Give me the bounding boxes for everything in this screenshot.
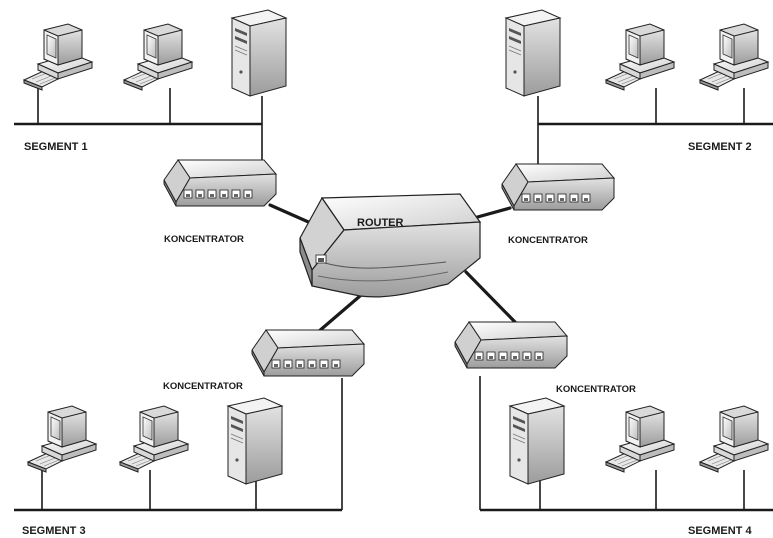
- server-tower-icon: [509, 397, 565, 485]
- hub-label: KONCENTRATOR: [163, 381, 243, 392]
- segment-2-label: SEGMENT 2: [688, 141, 752, 153]
- hub-icon: [251, 329, 365, 377]
- workstation-icon: [23, 23, 93, 91]
- hub-segment-3: KONCENTRATOR: [163, 329, 365, 392]
- workstation-icon: [27, 405, 97, 473]
- router-label: ROUTER: [357, 217, 404, 229]
- workstation-icon: [699, 23, 769, 91]
- server-tower-icon: [231, 9, 287, 97]
- segment-4: SEGMENT 4: [479, 376, 773, 537]
- segment-1-label: SEGMENT 1: [24, 141, 88, 153]
- hub-icon: [163, 159, 277, 207]
- segment-3-label: SEGMENT 3: [22, 525, 86, 537]
- segment-3: SEGMENT 3: [14, 378, 343, 537]
- workstation-icon: [605, 23, 675, 91]
- workstation-icon: [699, 405, 769, 473]
- hub-icon: [454, 321, 568, 369]
- link-hub3-router: [316, 294, 362, 334]
- hub-label: KONCENTRATOR: [164, 234, 244, 245]
- router: ROUTER: [299, 193, 482, 298]
- hub-label: KONCENTRATOR: [508, 235, 588, 246]
- segment-1: SEGMENT 1: [14, 9, 287, 160]
- segment-2: SEGMENT 2: [505, 9, 773, 165]
- link-hub2-router: [472, 206, 512, 220]
- hub-segment-4: KONCENTRATOR: [454, 321, 636, 395]
- segment-4-label: SEGMENT 4: [688, 525, 752, 537]
- hub-icon: [501, 163, 615, 211]
- router-icon: [299, 193, 482, 298]
- link-hub4-router: [464, 270, 518, 325]
- workstation-icon: [119, 405, 189, 473]
- hub-segment-1: KONCENTRATOR: [163, 159, 277, 245]
- workstation-icon: [123, 23, 193, 91]
- server-tower-icon: [505, 9, 561, 97]
- server-tower-icon: [227, 397, 283, 485]
- hub-label: KONCENTRATOR: [556, 384, 636, 395]
- hub-segment-2: KONCENTRATOR: [501, 163, 615, 246]
- workstation-icon: [605, 405, 675, 473]
